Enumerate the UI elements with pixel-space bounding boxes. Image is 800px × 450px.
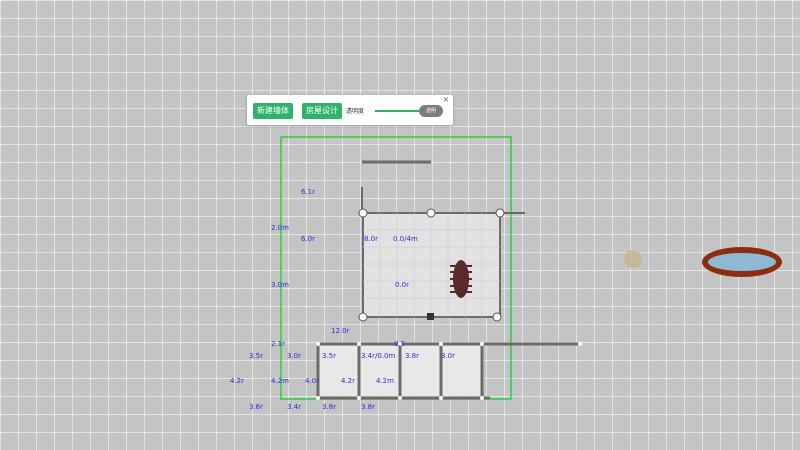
dimension-label: 3.0r [287,352,301,360]
dimension-label: 4.2m [271,377,289,385]
wall-node[interactable] [439,396,443,400]
room-main[interactable] [362,212,501,318]
wall-node[interactable] [398,396,402,400]
dimension-label: 3.8r [361,403,375,411]
dimension-label: 3.5r [322,352,336,360]
dimension-label: 0.5 [394,340,405,348]
wall-node[interactable] [316,396,320,400]
wall-node[interactable] [480,396,484,400]
dimension-label: 3.0m [271,281,289,289]
dimension-label: 0.0r [395,281,409,289]
dimension-label: 2.0m [271,224,289,232]
dimension-label: 0.0/4m [393,235,418,243]
wall-node[interactable] [357,396,361,400]
dimension-label: 3.4r [287,403,301,411]
dimension-label: 4.2r [341,377,355,385]
marker-icon[interactable] [624,250,642,268]
dimension-label: 3.8r [405,352,419,360]
dimension-label: 8.0r [364,235,378,243]
wall-node[interactable] [480,342,484,346]
resize-handle-icon[interactable] [495,208,505,218]
opacity-slider-knob[interactable]: 透明 [419,105,443,117]
rotate-handle-icon[interactable] [427,313,434,320]
wall-node[interactable] [316,342,320,346]
wall-node[interactable] [357,342,361,346]
dimension-label: 2.1r [271,340,285,348]
wall-node[interactable] [578,342,582,346]
resize-handle-icon[interactable] [426,208,436,218]
opacity-slider[interactable] [375,110,423,112]
wall-node[interactable] [439,342,443,346]
dimension-label: 4.2r [230,377,244,385]
pool-icon[interactable] [702,247,782,277]
room-row-lower[interactable] [316,342,580,400]
editor-toolbar: 新建墙体 房屋设计 透明度 透明 × [247,95,453,125]
close-icon[interactable]: × [442,95,450,104]
resize-handle-icon[interactable] [358,312,368,322]
dimension-label: 4.0r [305,377,319,385]
opacity-knob-text: 透明 [425,108,436,114]
dimension-label: 4.2m [376,377,394,385]
dimension-label: 3.4r/0.0m [361,352,396,360]
floor-object-icon[interactable] [450,260,472,298]
house-design-button[interactable]: 房屋设计 [302,103,342,119]
wall-node[interactable] [398,342,402,346]
opacity-label: 透明度 [346,108,365,115]
dimension-label: 3.5r [249,352,263,360]
dimension-label: 6.0r [301,235,315,243]
resize-handle-icon[interactable] [358,208,368,218]
dimension-label: 3.8r [322,403,336,411]
dimension-label: 12.0r [331,327,350,335]
dimension-label: 6.1r [301,188,315,196]
new-wall-button[interactable]: 新建墙体 [253,103,293,119]
dimension-label: 3.6r [249,403,263,411]
dimension-label: 3.0r [441,352,455,360]
resize-handle-icon[interactable] [492,312,502,322]
